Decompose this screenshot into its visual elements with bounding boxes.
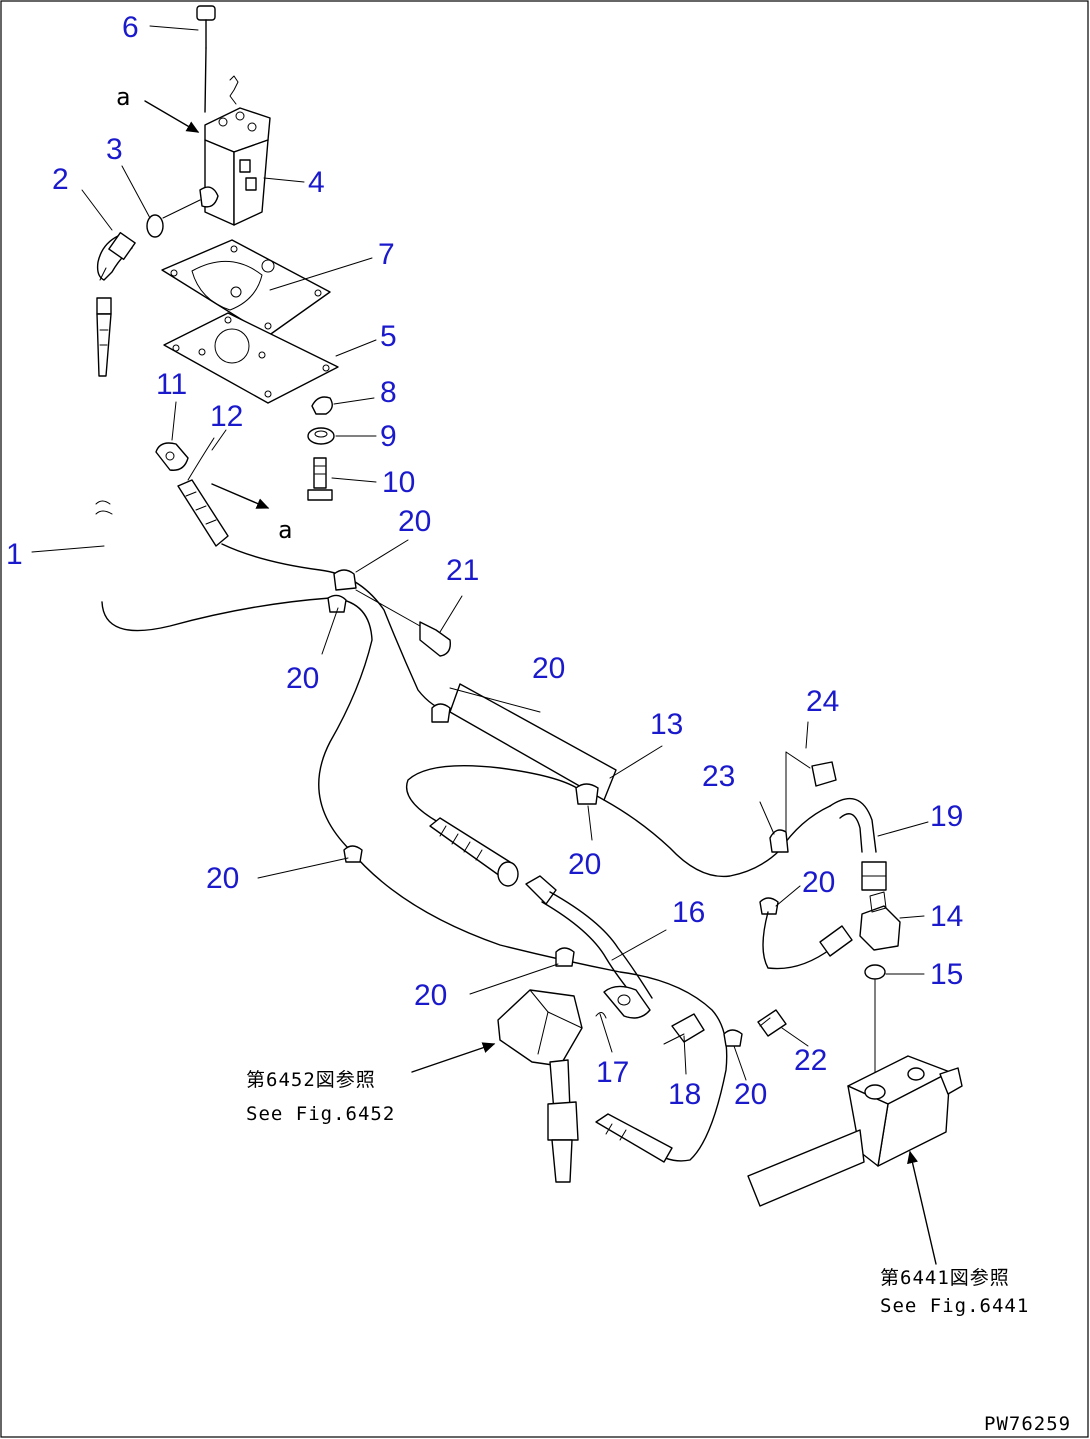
callout-16: 16	[672, 896, 705, 929]
hose-end-threaded	[429, 817, 519, 887]
callout-5: 5	[380, 320, 397, 353]
elbow-part-2	[96, 231, 136, 281]
clamp-part-20-e	[343, 845, 363, 863]
callout-20-c: 20	[532, 652, 565, 685]
hose-stub	[96, 297, 112, 377]
ref-arrow-6441	[907, 1150, 937, 1265]
leader-lines	[31, 25, 929, 1081]
callout-4: 4	[308, 166, 325, 199]
callout-20-a: 20	[398, 505, 431, 538]
fitting-part-21	[355, 589, 451, 657]
washer-part-9	[307, 427, 335, 445]
nut-upper	[861, 861, 887, 891]
seal-part-8	[311, 396, 333, 415]
bolt-part-24	[785, 751, 837, 787]
ref-arrow-6452	[411, 1042, 496, 1073]
callout-24: 24	[806, 685, 839, 718]
ref-note-6441-en: See Fig.6441	[880, 1295, 1029, 1317]
fitting-part-11	[155, 442, 189, 471]
callout-20-e: 20	[206, 862, 239, 895]
callout-23: 23	[702, 760, 735, 793]
callout-22: 22	[794, 1044, 827, 1077]
ref-note-6452-en: See Fig.6452	[246, 1103, 395, 1125]
callout-18: 18	[668, 1078, 701, 1111]
clamp-part-20-b	[327, 594, 347, 613]
hose-part-19	[829, 797, 877, 853]
callout-21: 21	[446, 554, 479, 587]
gasket-part-7	[161, 239, 331, 337]
bolt-part-18	[663, 1013, 705, 1045]
bracket-part-23	[769, 751, 789, 853]
lower-hose	[595, 1113, 673, 1163]
view-mark-a-upper: a	[116, 83, 130, 111]
callout-20-b: 20	[286, 662, 319, 695]
break-mark	[95, 500, 113, 515]
callout-19: 19	[930, 800, 963, 833]
callout-13: 13	[650, 708, 683, 741]
bolt-part-10	[307, 457, 333, 501]
main-hose-1	[101, 597, 728, 1162]
callout-14: 14	[930, 900, 963, 933]
bolt-part-6	[196, 5, 216, 113]
hose-part-13	[449, 683, 617, 801]
callout-20-h: 20	[734, 1078, 767, 1111]
callout-20-g: 20	[414, 979, 447, 1012]
clamp-part-20-d	[575, 783, 599, 805]
fitting-part-22	[757, 1009, 787, 1037]
bracket-part-17	[595, 985, 651, 1019]
callout-20-f: 20	[802, 866, 835, 899]
clamp-part-20-g	[723, 1029, 743, 1047]
valve-body-part-4	[199, 75, 271, 226]
callout-7: 7	[378, 238, 395, 271]
callout-20-d: 20	[568, 848, 601, 881]
clamp-part-20-a	[333, 569, 357, 591]
view-arrow-lower	[211, 483, 270, 509]
block-assembly-6441	[747, 1055, 963, 1207]
view-mark-a-lower: a	[278, 516, 292, 544]
callout-11: 11	[156, 368, 187, 401]
clamp-part-20-f	[555, 947, 575, 967]
o-ring-part-3	[146, 199, 201, 238]
hose-20-right	[762, 911, 853, 970]
hose-upper-run	[221, 543, 451, 713]
callout-17: 17	[596, 1056, 629, 1089]
callout-2: 2	[52, 163, 69, 196]
drawing-number: PW76259	[984, 1413, 1071, 1435]
clamp-part-20-c	[431, 703, 451, 723]
pipe-part-16	[525, 875, 653, 1005]
o-ring-part-15	[864, 964, 886, 980]
callout-10: 10	[382, 466, 415, 499]
callout-6: 6	[122, 11, 139, 44]
hose-loop	[406, 765, 581, 823]
hose-part-12	[177, 437, 229, 547]
ref-note-6452-jp: 第6452図参照	[246, 1069, 376, 1091]
switch-part-14	[859, 891, 901, 951]
clamp-part-20-h	[759, 897, 779, 915]
ref-note-6441-jp: 第6441図参照	[880, 1267, 1010, 1289]
hose-13-run	[603, 799, 831, 878]
view-arrow-upper	[144, 100, 200, 133]
callout-12: 12	[210, 400, 243, 433]
callout-1: 1	[6, 538, 23, 571]
valve-assembly-6452	[497, 989, 583, 1183]
callout-15: 15	[930, 958, 963, 991]
callout-3: 3	[106, 133, 123, 166]
callout-9: 9	[380, 420, 397, 453]
gasket-part-5	[163, 312, 339, 404]
callout-8: 8	[380, 376, 397, 409]
